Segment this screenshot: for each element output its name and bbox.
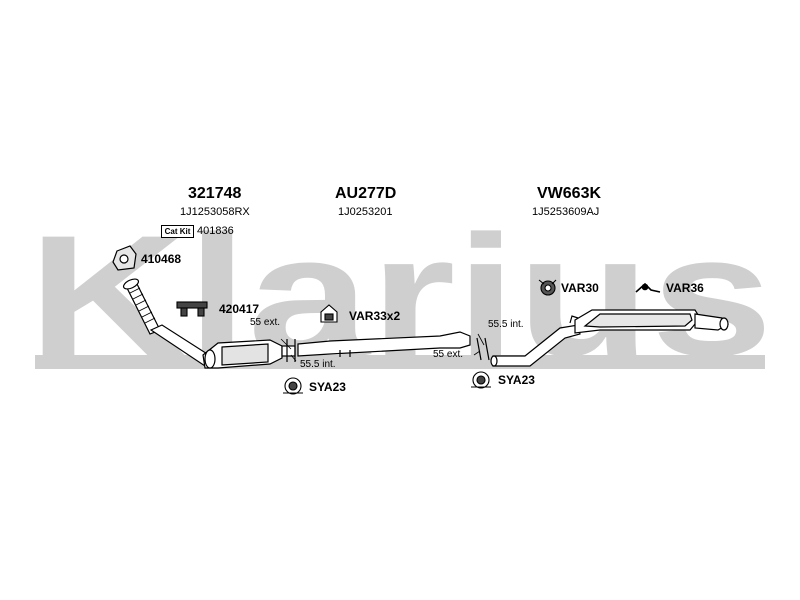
rubber-mount-icon: [538, 279, 557, 296]
hanger-icon: [635, 282, 661, 293]
dimension-left-ext: 55 ext.: [250, 317, 281, 328]
rear-silencer: [569, 309, 729, 334]
clamp-ring-icon-right: [471, 371, 491, 389]
bracket-icon: [176, 301, 208, 317]
cat-kit-number: 401836: [197, 225, 234, 237]
section-oe-number-1: 1J1253058RX: [180, 206, 250, 218]
section-part-number-1: 321748: [188, 185, 242, 202]
bracket-part-label: 420417: [219, 302, 260, 316]
section-oe-number-3: 1J5253609AJ: [532, 206, 600, 218]
clamp-icon: [320, 304, 338, 323]
gasket-icon: [112, 245, 137, 271]
leader-lines: [280, 333, 485, 362]
clamp-ring-icon: [283, 377, 303, 395]
clamp-part-label: VAR33x2: [349, 309, 401, 323]
watermark-text: Klarius: [28, 200, 773, 392]
catalytic-converter: [202, 339, 283, 369]
dimension-right-ext: 55 ext.: [433, 349, 464, 360]
rear-pipe: [490, 324, 581, 367]
gasket-part-label: 410468: [141, 252, 182, 266]
section-part-number-3: VW663K: [537, 185, 602, 202]
section-oe-number-2: 1J0253201: [338, 206, 393, 218]
clamp-left-part-label: SYA23: [309, 380, 346, 394]
section-part-number-2: AU277D: [335, 185, 397, 202]
clamp-right-part-label: SYA23: [498, 373, 535, 387]
cat-kit-badge: Cat Kit: [161, 225, 194, 238]
centre-pipe: [297, 331, 471, 357]
dimension-right-int: 55.5 int.: [488, 319, 524, 330]
hanger-part-label: VAR36: [666, 281, 704, 295]
flex-section: [129, 287, 156, 324]
joint-right: [476, 337, 490, 361]
front-pipe: [122, 278, 213, 367]
rubber-mount-part-label: VAR30: [561, 281, 599, 295]
dimension-left-int: 55.5 int.: [300, 359, 336, 370]
